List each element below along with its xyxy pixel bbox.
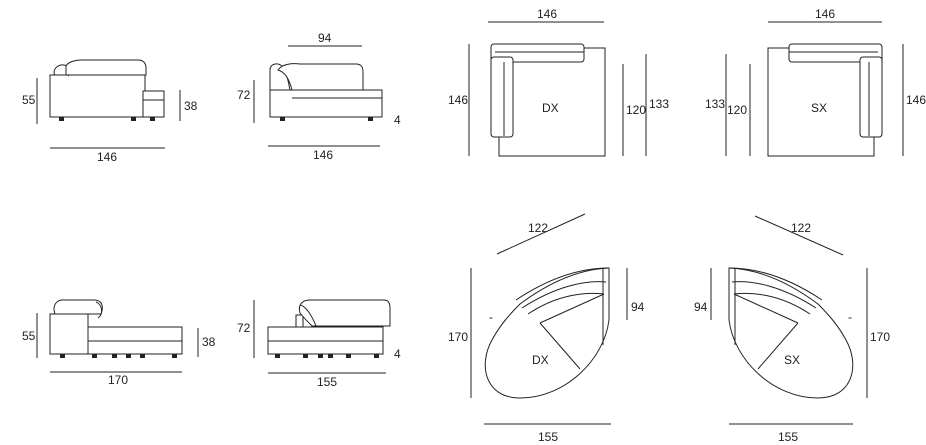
dim-label-height-170b: 170: [870, 330, 890, 344]
dim-label-seat-38b: 38: [202, 335, 216, 349]
dim-label-depth-133: 133: [649, 97, 669, 111]
dim-label-cut-4: 4: [394, 113, 401, 127]
plan-label-dx: DX: [542, 101, 559, 115]
dim-line-diag-122b: [754, 215, 844, 256]
dim-label-depth-120b: 120: [727, 103, 747, 117]
plan-label-sx: SX: [811, 101, 827, 115]
dim-label-diag-122: 122: [528, 221, 548, 235]
dim-label-width-155c: 155: [538, 430, 558, 444]
plan-dx-square-shape: [490, 43, 606, 157]
side-view-chaise-146: 55 38 146: [22, 59, 198, 164]
side-view-armrest-146-shape: [269, 63, 383, 121]
dim-label-diag-122b: 122: [791, 221, 811, 235]
plan-sx-curved-shape: [728, 267, 854, 399]
plan-view-dx-square: 146 DX 146 120 133: [448, 7, 669, 157]
dim-label-top-94: 94: [318, 31, 332, 45]
dim-label-height-72b: 72: [237, 321, 251, 335]
dim-tick-dx: -: [489, 310, 493, 324]
dim-label-width-155d: 155: [778, 430, 798, 444]
dim-label-width-146c: 146: [537, 7, 557, 21]
side-view-chaise-170: 55 38 170: [22, 299, 216, 387]
dim-label-width-146: 146: [97, 150, 117, 164]
dim-tick-sx: -: [848, 310, 852, 324]
plan-view-sx-curved: 122 SX 94 - 170 155: [694, 215, 890, 444]
dim-label-height-72: 72: [237, 88, 251, 102]
plan-sx-square-shape: [767, 43, 883, 157]
dim-label-width-170: 170: [108, 373, 128, 387]
dim-label-width-146b: 146: [313, 148, 333, 162]
dim-line-diag-122: [496, 213, 586, 255]
plan-label-dx-curved: DX: [532, 353, 549, 367]
dim-label-depth-146-right: 146: [906, 93, 926, 107]
side-view-chaise-146-shape: [49, 59, 165, 121]
dim-label-cut-4b: 4: [394, 347, 401, 361]
side-view-sofa-155-shape: [267, 299, 391, 358]
dim-label-height-55: 55: [22, 93, 36, 107]
side-view-sofa-155: 72 4 155: [237, 299, 401, 389]
plan-view-dx-curved: 122 DX 170 - 94 155: [448, 213, 645, 444]
plan-view-sx-square: 146 SX 133 120 146: [705, 7, 926, 157]
dim-label-height-94b: 94: [694, 300, 708, 314]
dim-label-height-94: 94: [631, 300, 645, 314]
plan-label-sx-curved: SX: [784, 353, 800, 367]
dim-label-seat-38: 38: [184, 99, 198, 113]
dim-label-depth-133b: 133: [705, 97, 725, 111]
dim-label-depth-120: 120: [626, 103, 646, 117]
plan-dx-curved-shape: [484, 267, 610, 399]
dim-label-width-146d: 146: [815, 7, 835, 21]
dim-label-height-170: 170: [448, 330, 468, 344]
side-view-chaise-170-shape: [49, 299, 183, 358]
side-view-armrest-146: 94 72 4 146: [237, 31, 401, 162]
dim-label-width-155: 155: [317, 375, 337, 389]
dim-label-height-55b: 55: [22, 329, 36, 343]
dim-label-depth-146-left: 146: [448, 93, 468, 107]
